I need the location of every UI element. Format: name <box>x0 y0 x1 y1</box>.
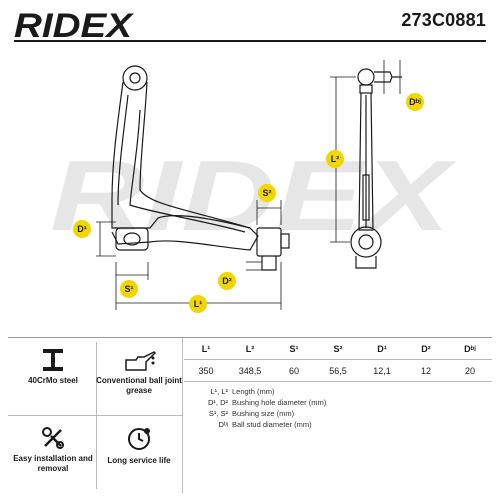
specs-section: 40CrMo steel Conventional ball joint gre… <box>8 337 492 493</box>
brand-logo-text: RIDEX <box>14 7 134 44</box>
spec-value-d1: 12,1 <box>360 360 404 382</box>
legend-key: Dᵇʲ <box>218 420 228 429</box>
spec-value-l2: 348,5 <box>228 360 272 382</box>
spec-header-s2: S² <box>316 338 360 360</box>
brand-logo: RIDEX <box>14 7 134 44</box>
feature-steel-label: 40CrMo steel <box>28 376 78 385</box>
legend-text: Ball stud diameter (mm) <box>232 420 312 429</box>
label-l1: L¹ <box>189 295 207 313</box>
legend-text: Bushing size (mm) <box>232 409 295 418</box>
spec-table-header: L¹ L² S¹ S² D¹ D² Dᵇʲ <box>184 338 492 360</box>
label-dbj: Dᵇʲ <box>406 93 424 111</box>
legend-key: D¹, D² <box>208 398 228 407</box>
feature-service-life: Long service life <box>94 426 184 466</box>
spec-header-d1: D¹ <box>360 338 404 360</box>
label-s2: S² <box>258 184 276 202</box>
spec-header-s1: S¹ <box>272 338 316 360</box>
legend-row: D¹, D² Bushing hole diameter (mm) <box>184 397 492 408</box>
legend-row: Dᵇʲ Ball stud diameter (mm) <box>184 419 492 430</box>
spec-value-s1: 60 <box>272 360 316 382</box>
control-arm-side-view <box>111 65 290 271</box>
spec-header-dbj: Dᵇʲ <box>448 338 492 360</box>
legend-key: S¹, S² <box>208 409 228 418</box>
legend-row: L¹, L² Length (mm) <box>184 386 492 397</box>
spec-value-dbj: 20 <box>448 360 492 382</box>
oil-can-icon <box>125 351 156 371</box>
spec-legend: L¹, L² Length (mm) D¹, D² Bushing hole d… <box>184 386 492 430</box>
control-arm-drawing <box>96 60 402 310</box>
label-d2: D² <box>218 272 236 290</box>
spec-table: L¹ L² S¹ S² D¹ D² Dᵇʲ 350 348,5 60 56,5 … <box>184 338 492 382</box>
control-arm-front-view <box>350 68 402 269</box>
divider <box>182 338 183 493</box>
clock-icon <box>128 428 150 450</box>
spec-header-l1: L¹ <box>184 338 228 360</box>
spec-value-s2: 56,5 <box>316 360 360 382</box>
spec-value-l1: 350 <box>184 360 228 382</box>
feature-service-life-label: Long service life <box>107 456 171 465</box>
feature-grease: Conventional ball joint grease <box>94 348 184 396</box>
part-number: 273C0881 <box>401 10 486 30</box>
header-divider <box>14 40 486 42</box>
spec-header-d2: D² <box>404 338 448 360</box>
feature-installation: Easy installation and removal <box>8 426 98 474</box>
divider <box>8 415 182 416</box>
legend-key: L¹, L² <box>210 387 228 396</box>
legend-text: Length (mm) <box>232 387 275 396</box>
feature-steel: 40CrMo steel <box>8 348 98 386</box>
label-l2: L² <box>326 150 344 168</box>
spec-value-d2: 12 <box>404 360 448 382</box>
label-s1: S¹ <box>120 280 138 298</box>
feature-grease-label: Conventional ball joint grease <box>96 376 182 395</box>
i-beam-icon <box>43 349 63 371</box>
feature-installation-label: Easy installation and removal <box>13 454 93 473</box>
tools-icon <box>42 427 64 449</box>
label-d1: D¹ <box>73 220 91 238</box>
legend-text: Bushing hole diameter (mm) <box>232 398 327 407</box>
legend-row: S¹, S² Bushing size (mm) <box>184 408 492 419</box>
spec-header-l2: L² <box>228 338 272 360</box>
spec-table-values: 350 348,5 60 56,5 12,1 12 20 <box>184 360 492 382</box>
